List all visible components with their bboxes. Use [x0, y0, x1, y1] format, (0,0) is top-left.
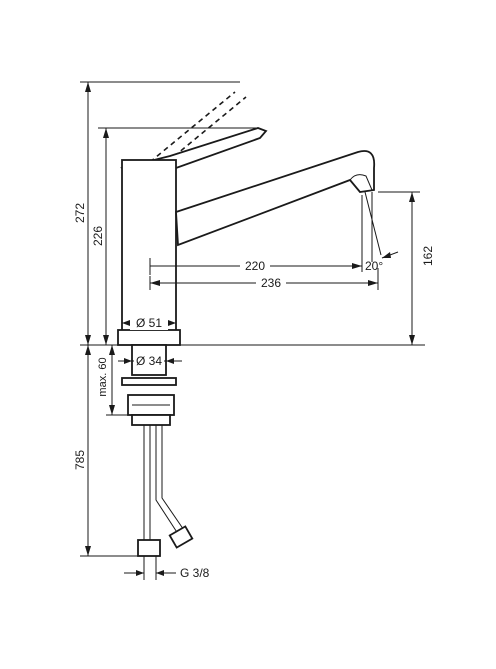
label-g-3-8: G 3/8: [180, 566, 210, 580]
label-226: 226: [91, 226, 105, 246]
dim-total-height: 272: [73, 81, 240, 345]
spout: [175, 150, 376, 247]
mounting-hardware: [121, 344, 194, 557]
nut-lower-ring: [131, 414, 171, 426]
label-20-degrees: 20°: [365, 259, 383, 273]
dim-base-diameter: Ø 51: [122, 316, 176, 330]
aerator: [349, 174, 373, 191]
hose-fitting-right: [168, 525, 194, 549]
dim-max-counter-thickness: max. 60: [97, 345, 128, 416]
mounting-plate: [121, 377, 177, 386]
label-max-60: max. 60: [97, 357, 109, 396]
label-785: 785: [73, 450, 87, 470]
dim-hose-length: 785: [73, 345, 138, 557]
faucet-base: [117, 329, 181, 346]
dim-spout-reach-outer: 236: [149, 268, 379, 290]
faucet-body: [117, 91, 376, 346]
label-diameter-34: Ø 34: [136, 354, 162, 368]
label-272: 272: [73, 203, 87, 223]
label-diameter-51: Ø 51: [136, 316, 162, 330]
faucet-column: [121, 159, 177, 333]
dim-spout-reach-inner: 220: [149, 195, 363, 275]
label-162: 162: [421, 246, 435, 266]
dim-shank-diameter: Ø 34: [118, 354, 182, 368]
label-220: 220: [245, 259, 265, 273]
label-236: 236: [261, 276, 281, 290]
hose-right-inner: [161, 425, 189, 537]
dim-connection-thread: G 3/8: [124, 556, 210, 580]
dim-spout-height: 162: [378, 191, 435, 345]
dim-body-height: 226: [91, 127, 258, 345]
dim-spray-angle: 20°: [364, 191, 399, 273]
hose-right: [155, 425, 183, 541]
hose-fitting-left: [137, 539, 161, 557]
